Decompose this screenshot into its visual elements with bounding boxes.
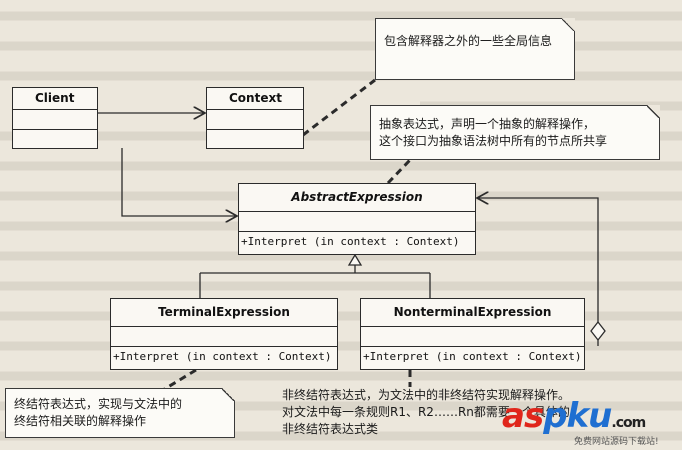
terminal-expression-note: 终结符表达式，实现与文法中的 终结符相关联的解释操作 — [5, 388, 235, 438]
context-class: Context — [206, 87, 304, 149]
abstract-expression-note: 抽象表达式，声明一个抽象的解释操作， 这个接口为抽象语法树中所有的节点所共享 — [370, 105, 660, 160]
abstract-note-line-1: 抽象表达式，声明一个抽象的解释操作， — [379, 117, 596, 131]
context-note: 包含解释器之外的一些全局信息 — [375, 18, 575, 80]
client-attributes — [13, 110, 97, 130]
nonterminal-expression-class-name: NonterminalExpression — [361, 299, 584, 327]
client-abstract-association — [121, 148, 237, 216]
inheritance-triangle — [347, 253, 363, 266]
nonterminal-expression-note: 非终结符表达式，为文法中的非终结符实现解释操作。 对文法中每一条规则R1、R2…… — [282, 387, 622, 438]
nonterminal-expression-operation: +Interpret (in context : Context) — [363, 350, 582, 363]
terminal-expression-class-name: TerminalExpression — [111, 299, 337, 327]
abstract-note-line-2: 这个接口为抽象语法树中所有的节点所共享 — [379, 134, 608, 148]
abstract-expression-class: AbstractExpression +Interpret (in contex… — [238, 183, 476, 255]
nonterminal-expression-attributes — [361, 327, 584, 347]
aggregation-diamond — [590, 320, 606, 342]
terminal-expression-operation: +Interpret (in context : Context) — [113, 350, 332, 363]
nonterminal-note-line-2: 对文法中每一条规则R1、R2……Rn都需要一个具体的 — [282, 405, 570, 419]
watermark-caption: 免费网站源码下载站! — [574, 437, 659, 447]
note-anchor-lines — [162, 78, 412, 392]
context-note-text: 包含解释器之外的一些全局信息 — [384, 34, 553, 48]
watermark-logo: aspku.com — [502, 396, 646, 441]
watermark-letter-s: s — [523, 396, 544, 436]
abstract-expression-class-name: AbstractExpression — [239, 184, 475, 212]
client-class: Client — [12, 87, 98, 149]
aspku-watermark: aspku.com 免费网站源码下载站! — [500, 398, 680, 448]
watermark-suffix: .com — [611, 415, 646, 431]
context-operations — [207, 130, 303, 148]
note-fold-corner — [647, 105, 660, 118]
abstract-expression-attributes — [239, 212, 475, 232]
aggregation-line — [477, 198, 599, 322]
abstract-expression-operation: +Interpret (in context : Context) — [241, 235, 460, 248]
watermark-letter-k: k — [566, 396, 590, 436]
watermark-letter-p: p — [543, 396, 567, 436]
terminal-note-line-1: 终结符表达式，实现与文法中的 — [14, 397, 183, 411]
context-class-name: Context — [207, 88, 303, 110]
nonterminal-expression-class: NonterminalExpression +Interpret (in con… — [360, 298, 585, 370]
context-attributes — [207, 110, 303, 130]
note-fold-corner — [562, 18, 575, 31]
nonterminal-note-line-3: 非终结符表达式类 — [282, 422, 379, 436]
watermark-letter-a: a — [502, 396, 525, 436]
terminal-expression-attributes — [111, 327, 337, 347]
note-fold-corner — [222, 388, 235, 401]
client-operations — [13, 130, 97, 148]
terminal-note-line-2: 终结符相关联的解释操作 — [14, 414, 147, 428]
watermark-brand: aspku — [502, 396, 612, 436]
watermark-letter-u: u — [588, 396, 612, 436]
client-class-name: Client — [13, 88, 97, 110]
terminal-expression-class: TerminalExpression +Interpret (in contex… — [110, 298, 338, 370]
nonterminal-note-line-1: 非终结符表达式，为文法中的非终结符实现解释操作。 — [282, 388, 571, 402]
generalization-lines — [199, 264, 431, 298]
